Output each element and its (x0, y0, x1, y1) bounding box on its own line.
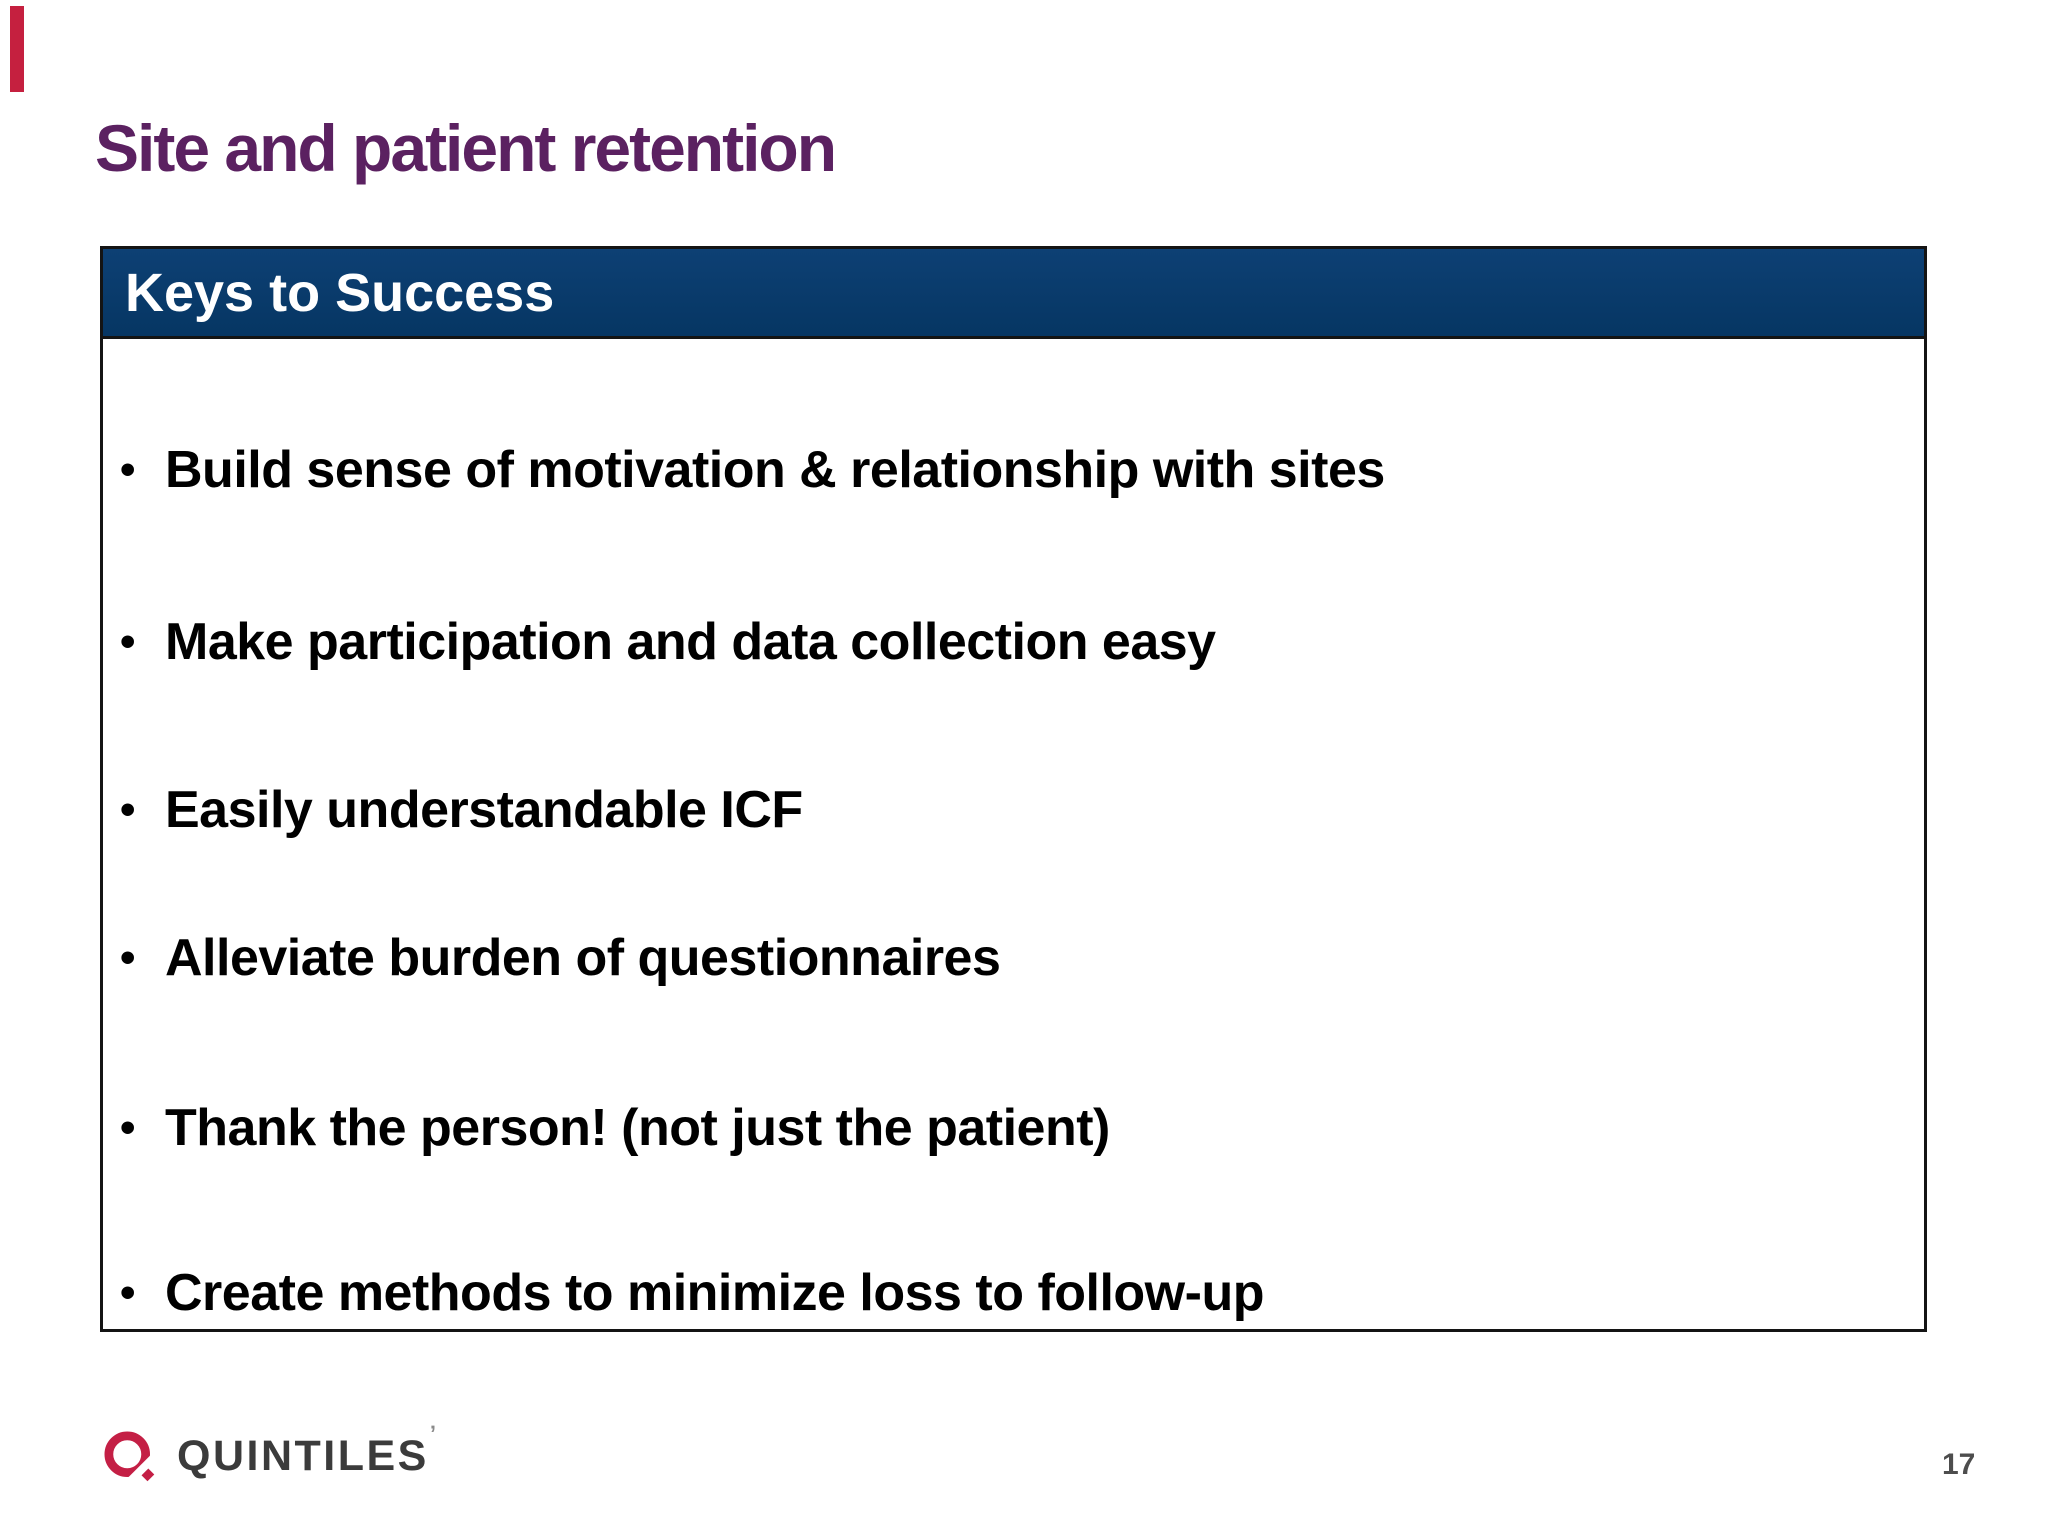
page-number: 17 (1942, 1448, 1976, 1481)
page-title: Site and patient retention (95, 111, 837, 186)
quintiles-q-icon (104, 1431, 157, 1484)
bullet-list: Build sense of motivation & relationship… (103, 339, 1924, 1323)
bullet-item: Alleviate burden of questionnaires (103, 928, 1924, 988)
bullet-item: Thank the person! (not just the patient) (103, 1098, 1924, 1158)
bullet-item: Make participation and data collection e… (103, 612, 1924, 672)
quintiles-logo: QUINTILESʼ (101, 1420, 439, 1484)
bullet-item: Build sense of motivation & relationship… (103, 440, 1924, 500)
panel-header: Keys to Success (103, 249, 1924, 339)
trademark-mark: ʼ (429, 1420, 439, 1446)
bullet-item: Easily understandable ICF (103, 780, 1924, 840)
red-accent-bar (10, 6, 24, 92)
panel-header-title: Keys to Success (125, 262, 555, 323)
quintiles-wordmark: QUINTILESʼ (177, 1420, 439, 1480)
keys-to-success-panel: Keys to Success Build sense of motivatio… (100, 246, 1927, 1332)
bullet-item: Create methods to minimize loss to follo… (103, 1263, 1924, 1323)
